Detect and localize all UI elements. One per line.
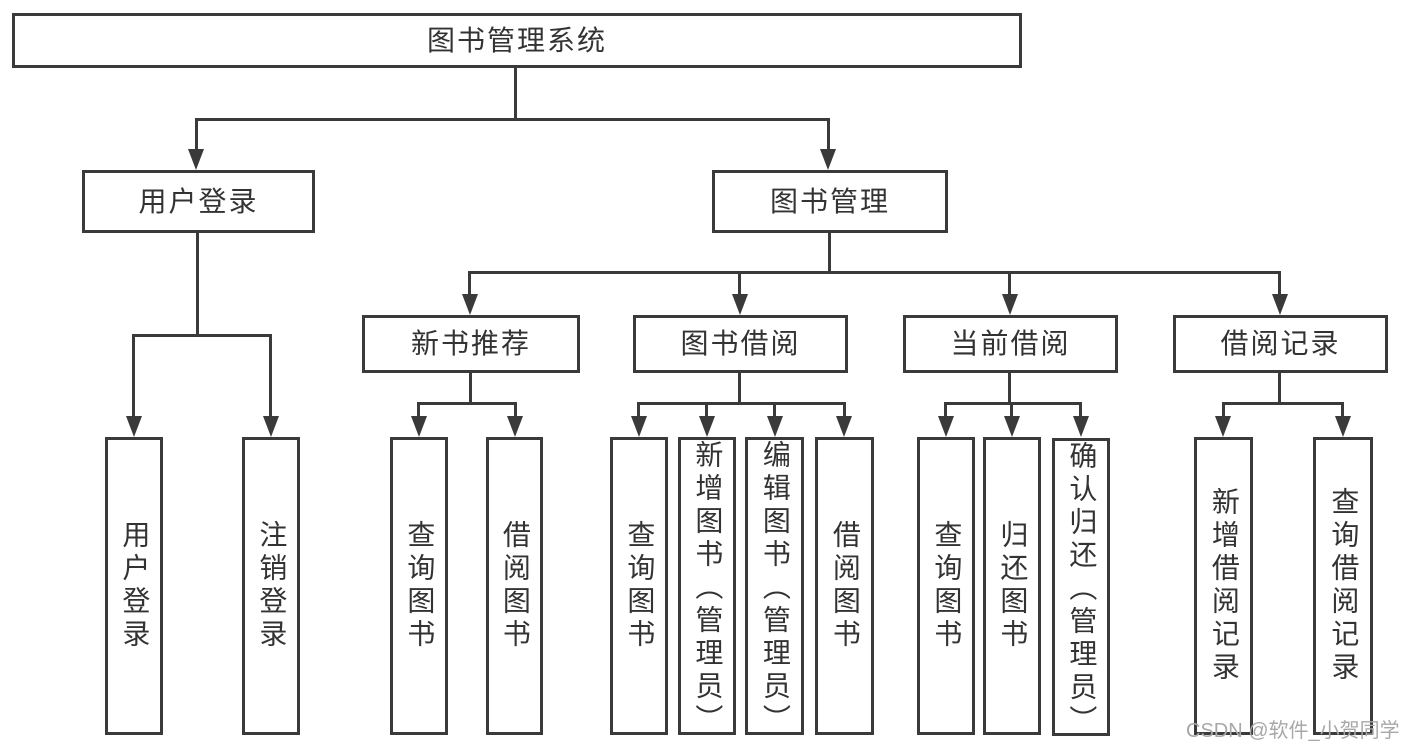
connector-sec2-drop-2	[1010, 402, 1013, 420]
arrow-down-icon	[820, 149, 836, 170]
node-book-management-label: 图书管理	[769, 185, 890, 217]
connector-userlogin-stem	[196, 233, 199, 337]
connector-bookmgmt-bar	[468, 271, 1281, 274]
arrow-down-icon	[732, 294, 748, 315]
node-library-system-label: 图书管理系统	[426, 24, 607, 56]
node-add-borrow-record: 新增借阅记录	[1194, 437, 1253, 735]
arrow-down-icon	[938, 416, 954, 437]
connector-userlogin-drop-1	[132, 334, 135, 418]
connector-sec2-bar	[944, 402, 1082, 405]
node-current-borrowing: 当前借阅	[903, 315, 1118, 373]
arrow-down-icon	[1002, 294, 1018, 315]
node-borrow-books: 借阅图书	[815, 437, 874, 735]
connector-bookmgmt-stem	[828, 233, 831, 274]
connector-sec0-bar	[417, 402, 517, 405]
connector-sec1-drop-1	[637, 402, 640, 420]
node-new-book-recommend-label: 新书推荐	[410, 328, 531, 359]
node-borrow-books-label: 借阅图书	[829, 520, 861, 652]
node-add-books-admin: 新增图书（管理员）	[678, 437, 736, 737]
connector-sec2-stem	[1008, 373, 1011, 405]
connector-userlogin-bar	[132, 334, 272, 337]
connector-root-stem	[514, 68, 517, 120]
connector-bookmgmt-drop-1	[468, 271, 471, 296]
arrow-down-icon	[411, 416, 427, 437]
node-borrow-books-recommend-label: 借阅图书	[499, 520, 531, 652]
arrow-down-icon	[767, 416, 783, 437]
csdn-watermark: CSDN @软件_小贺同学	[1186, 720, 1400, 742]
node-add-books-admin-label: 新增图书（管理员）	[692, 440, 724, 737]
node-confirm-return-admin: 确认归还（管理员）	[1052, 438, 1110, 738]
node-book-borrowing: 图书借阅	[633, 315, 848, 373]
connector-sec1-drop-3	[773, 402, 776, 420]
arrow-down-icon	[462, 294, 478, 315]
arrow-down-icon	[126, 416, 142, 437]
node-confirm-return-admin-label: 确认归还（管理员）	[1066, 441, 1098, 738]
node-user-login-leaf-label: 用户登录	[119, 520, 151, 652]
node-query-borrow-record: 查询借阅记录	[1313, 437, 1373, 735]
connector-sec0-drop-2	[514, 402, 517, 420]
connector-sec3-drop-1	[1222, 402, 1225, 420]
arrow-down-icon	[1272, 294, 1288, 315]
node-borrowing-records: 借阅记录	[1173, 315, 1388, 373]
connector-userlogin-drop-2	[269, 334, 272, 418]
node-query-books-borrowing-label: 查询图书	[624, 520, 656, 652]
connector-sec0-stem	[469, 373, 472, 405]
node-library-system: 图书管理系统	[12, 13, 1022, 68]
node-borrowing-records-label: 借阅记录	[1220, 328, 1341, 359]
node-borrow-books-recommend: 借阅图书	[486, 437, 543, 735]
node-user-login-leaf: 用户登录	[105, 437, 163, 735]
node-query-books-borrowing: 查询图书	[610, 437, 668, 735]
arrow-down-icon	[507, 416, 523, 437]
node-current-borrowing-label: 当前借阅	[950, 328, 1071, 359]
node-book-management: 图书管理	[712, 170, 948, 233]
arrow-down-icon	[699, 416, 715, 437]
arrow-down-icon	[631, 416, 647, 437]
connector-root-bar	[196, 118, 830, 121]
connector-sec1-stem	[738, 373, 741, 405]
node-query-books-current: 查询图书	[917, 437, 975, 735]
connector-bookmgmt-drop-2	[738, 271, 741, 296]
node-query-books-recommend-label: 查询图书	[404, 520, 436, 652]
node-return-books-label: 归还图书	[997, 520, 1029, 652]
arrow-down-icon	[263, 416, 279, 437]
connector-root-drop-right	[827, 118, 830, 152]
node-edit-books-admin-label: 编辑图书（管理员）	[759, 440, 791, 737]
connector-sec1-bar	[637, 402, 845, 405]
connector-sec3-drop-2	[1341, 402, 1344, 420]
connector-sec2-drop-1	[944, 402, 947, 420]
node-query-borrow-record-label: 查询借阅记录	[1328, 487, 1360, 685]
connector-bookmgmt-drop-4	[1278, 271, 1281, 296]
arrow-down-icon	[836, 416, 852, 437]
arrow-down-icon	[1215, 416, 1231, 437]
connector-bookmgmt-drop-3	[1008, 271, 1011, 296]
arrow-down-icon	[188, 149, 204, 170]
connector-sec2-drop-3	[1079, 402, 1082, 420]
arrow-down-icon	[1073, 416, 1089, 437]
node-user-login: 用户登录	[82, 170, 315, 233]
node-add-borrow-record-label: 新增借阅记录	[1208, 487, 1240, 685]
connector-sec3-stem	[1278, 373, 1281, 405]
node-book-borrowing-label: 图书借阅	[680, 328, 801, 359]
connector-sec1-drop-4	[843, 402, 846, 420]
node-edit-books-admin: 编辑图书（管理员）	[745, 437, 804, 737]
connector-sec3-bar	[1222, 402, 1344, 405]
arrow-down-icon	[1335, 416, 1351, 437]
node-logout: 注销登录	[242, 437, 300, 735]
arrow-down-icon	[1004, 416, 1020, 437]
connector-root-drop-left	[195, 118, 198, 152]
connector-sec0-drop-1	[417, 402, 420, 420]
node-user-login-label: 用户登录	[138, 185, 259, 217]
node-query-books-current-label: 查询图书	[931, 520, 963, 652]
node-query-books-recommend: 查询图书	[390, 437, 448, 735]
node-logout-label: 注销登录	[256, 520, 288, 652]
node-return-books: 归还图书	[983, 437, 1041, 735]
connector-sec1-drop-2	[705, 402, 708, 420]
node-new-book-recommend: 新书推荐	[362, 315, 580, 373]
